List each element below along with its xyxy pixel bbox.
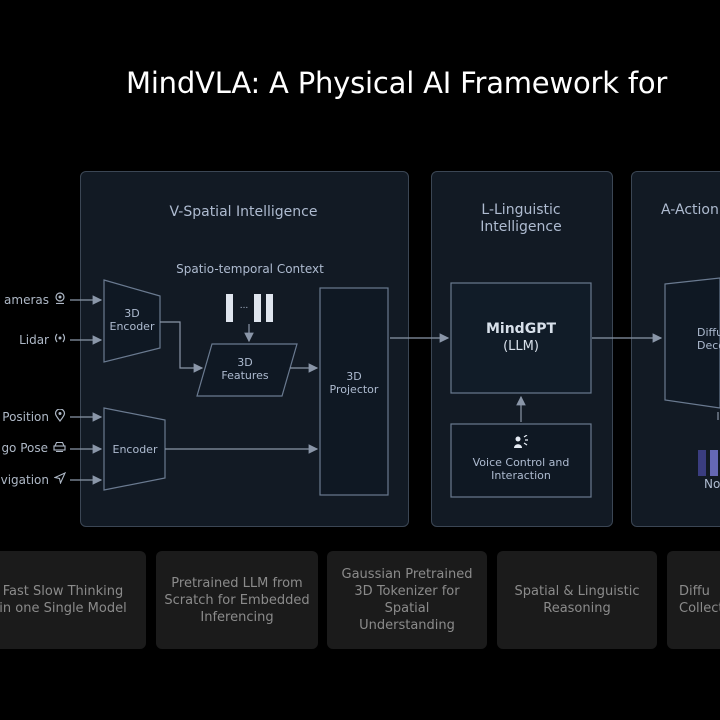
- features-3d-shape: [196, 343, 298, 397]
- projector-3d-shape: [319, 287, 389, 496]
- noise-label: No: [704, 477, 720, 491]
- context-dots: ...: [239, 301, 249, 311]
- input-cameras: ameras: [4, 292, 66, 307]
- feature-card: Fast Slow Thinking in one Single Model: [0, 551, 146, 649]
- diffusion-decoder-label: DiffuDeco: [697, 326, 720, 352]
- input-navigation-label: vigation: [0, 472, 49, 487]
- lidar-icon: [54, 332, 66, 347]
- a-panel-title: A-Action: [661, 202, 719, 218]
- camera-icon: [54, 292, 66, 307]
- input-cameras-label: ameras: [4, 292, 49, 307]
- l-panel-title: L-Linguistic Intelligence: [431, 202, 611, 236]
- car-icon: [53, 441, 66, 455]
- input-navigation: vigation: [0, 471, 67, 487]
- spatio-temporal-context-label: Spatio-temporal Context: [176, 262, 324, 276]
- encoder-shape: [103, 407, 166, 491]
- encoder-label: Encoder: [112, 443, 158, 456]
- feature-card: Spatial & Linguistic Reasoning: [497, 551, 657, 649]
- mindgpt-name: MindGPT: [485, 321, 557, 337]
- context-token-bar: [254, 294, 261, 322]
- location-pin-icon: [54, 408, 66, 425]
- input-position-label: Position: [2, 410, 49, 424]
- l-panel-title-line1: L-Linguistic: [481, 202, 561, 218]
- noise-bar: [698, 450, 706, 476]
- input-lidar: Lidar: [19, 332, 66, 347]
- input-ego-pose: go Pose: [1, 441, 66, 455]
- encoder-3d-shape: [103, 279, 161, 363]
- mindgpt-label: MindGPT (LLM): [451, 321, 591, 355]
- input-position: Position: [2, 408, 66, 425]
- context-token-bar: [266, 294, 273, 322]
- feature-card: Gaussian Pretrained 3D Tokenizer for Spa…: [327, 551, 487, 649]
- feature-card: Pretrained LLM from Scratch for Embedded…: [156, 551, 318, 649]
- feature-card: Diffu Collect: [667, 551, 720, 649]
- diffusion-decoder-shape: [664, 277, 720, 409]
- noise-bar: [710, 450, 718, 476]
- page-title: MindVLA: A Physical AI Framework for: [126, 66, 668, 100]
- voice-box: [450, 423, 592, 498]
- voice-control-icon: [513, 434, 529, 448]
- llm-label: (LLM): [503, 339, 539, 354]
- input-lidar-label: Lidar: [19, 332, 49, 347]
- context-token-bar: [226, 294, 233, 322]
- navigation-arrow-icon: [53, 471, 67, 487]
- v-panel-title: V-Spatial Intelligence: [169, 204, 318, 220]
- l-panel-title-line2: Intelligence: [480, 219, 562, 235]
- mindgpt-box: [450, 282, 592, 394]
- input-ego-pose-label: go Pose: [1, 441, 48, 455]
